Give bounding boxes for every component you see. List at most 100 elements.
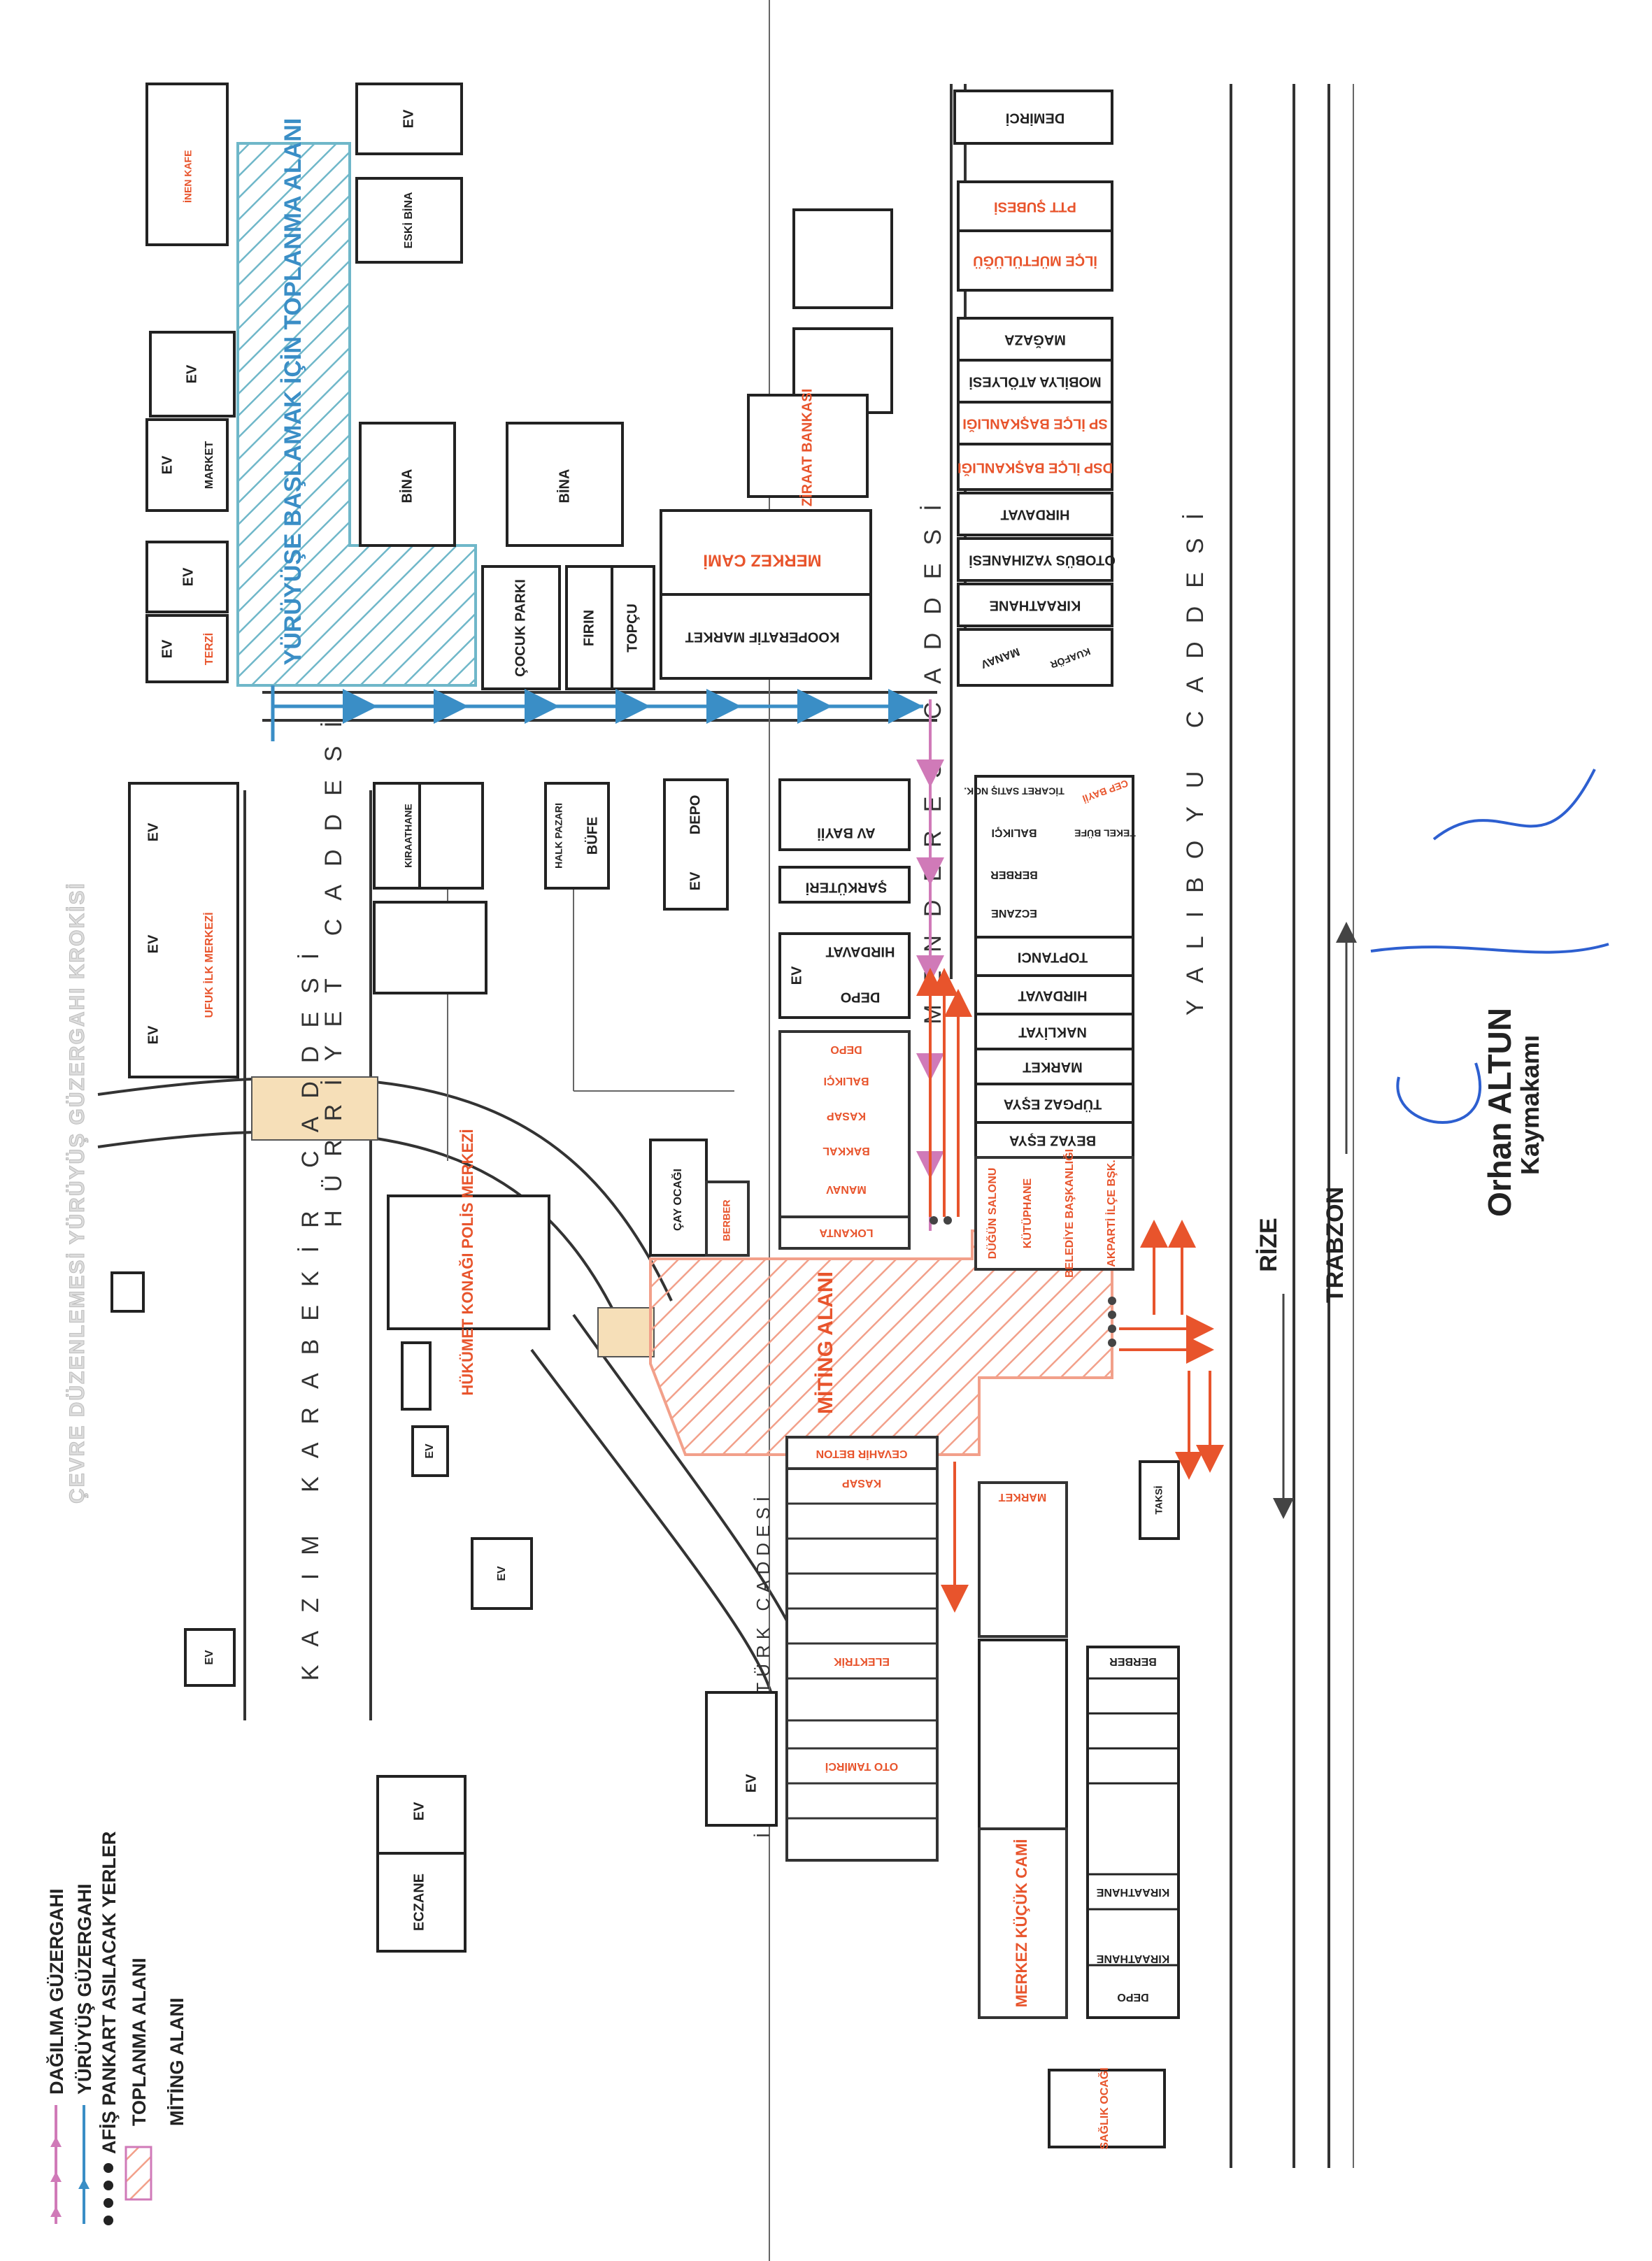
label-kiraathane-3: KIRAATHANE: [1096, 1886, 1169, 1898]
label-dugun: DÜĞÜN SALONU: [985, 1168, 999, 1260]
label-ev-nw4: EV: [180, 567, 196, 586]
label-tekel: TEKEL BÜFE: [1074, 827, 1136, 839]
label-depo-4: DEPO: [1117, 1991, 1148, 2003]
label-ziraat: ZİRAAT BANKASI: [799, 389, 815, 507]
legend-dagilma: DAĞILMA GÜZERGAHI: [45, 1889, 67, 2095]
label-hirdavat-3: HIRDAVAT: [1018, 988, 1088, 1004]
label-elektrik: ELEKTRİK: [834, 1655, 890, 1668]
label-merkez-cami: MERKEZ CAMİ: [703, 551, 821, 570]
building-block-southeast: CEVAHİR BETON KASAP ELEKTRİK OTO TAMİRCİ…: [705, 1436, 1180, 2150]
label-terzi: TERZİ: [203, 633, 215, 665]
signature-block: Orhan ALTUN Kaymakamı: [1370, 769, 1609, 1217]
label-ev-nw1: EV: [401, 109, 416, 128]
label-ev-nw3: EV: [159, 455, 175, 474]
label-halk-pazari: HALK PAZARI: [553, 803, 564, 869]
legend-toplanma: TOPLANMA ALANI: [129, 1958, 150, 2126]
label-bina-2: BİNA: [556, 469, 572, 504]
label-ev-nw5: EV: [159, 639, 175, 658]
label-tupgaz: TÜPGAZ EŞYA: [1004, 1097, 1102, 1113]
label-kucuk-cami: MERKEZ KÜÇÜK CAMİ: [1013, 1839, 1030, 2008]
label-ufuk: UFUK İLK MERKEZİ: [203, 912, 215, 1018]
label-taksi: TAKSİ: [1153, 1486, 1165, 1515]
miting-assembly-area: MİTİNG ALANI: [649, 1229, 1113, 1456]
legend-miting: MİTİNG ALANI: [166, 1998, 187, 2126]
direction-trabzon: TRABZON: [1322, 1187, 1348, 1303]
label-lokanta: LOKANTA: [819, 1227, 873, 1239]
label-kiraathane-2: KIRAATHANE: [403, 804, 414, 868]
label-ev-w5: EV: [496, 1566, 508, 1581]
label-hirdavat-2: HIRDAVAT: [826, 944, 895, 960]
march-route: [271, 685, 944, 1231]
label-magaza: MAĞAZA: [1004, 332, 1066, 349]
label-berber-1: BERBER: [721, 1199, 732, 1241]
label-market-nw: MARKET: [204, 441, 215, 490]
signature-title: Kaymakamı: [1516, 1035, 1544, 1175]
label-kiraathane-4: KIRAATHANE: [1096, 1953, 1169, 1964]
legend: DAĞILMA GÜZERGAHI YÜRÜYÜŞ GÜZERGAHI AFİŞ…: [45, 1831, 187, 2225]
label-ev-w1: EV: [145, 822, 161, 841]
dispersal-route: [916, 968, 1224, 1613]
label-depo-1: DEPO: [688, 795, 703, 835]
label-ev-m1: EV: [688, 871, 703, 890]
direction-rize: RİZE: [1255, 1218, 1282, 1271]
label-market-2: MARKET: [1023, 1060, 1083, 1075]
label-cay-ocagi: ÇAY OCAĞI: [671, 1169, 684, 1231]
label-nakliyat: NAKLİYAT: [1018, 1025, 1087, 1041]
label-otobus: OTOBÜS YAZIHANESİ: [969, 552, 1116, 569]
label-sp: SP İLÇE BAŞKANLIĞI: [962, 416, 1107, 433]
map-title: ÇEVRE DÜZENLEMESİ YÜRÜYÜŞ GÜZERGAHI KROK…: [66, 882, 89, 1504]
label-ev-w2: EV: [145, 934, 161, 953]
label-muftuluk: İLÇE MÜFTÜLÜĞÜ: [973, 253, 1097, 270]
label-firin: FIRIN: [581, 610, 597, 646]
label-kiraathane-1: KIRAATHANE: [990, 598, 1081, 613]
label-ev-w3: EV: [145, 1025, 161, 1044]
label-berber-2: BERBER: [990, 869, 1038, 880]
label-eczane-1: ECZANE: [411, 1874, 427, 1931]
signature-name: Orhan ALTUN: [1481, 1008, 1518, 1217]
building-block-west: EV EV EV UFUK İLK MERKEZİ KIRAATHANE HAL…: [111, 782, 610, 1953]
label-depo-3: DEPO: [830, 1043, 862, 1055]
miting-area-label: MİTİNG ALANI: [814, 1271, 837, 1414]
label-kutuphane: KÜTÜPHANE: [1020, 1178, 1034, 1248]
label-cocuk-parki: ÇOCUK PARKI: [513, 579, 528, 677]
label-ev-w6: EV: [204, 1650, 215, 1665]
label-ptt: PTT ŞUBESİ: [994, 199, 1076, 215]
label-eski-bina: ESKİ BİNA: [402, 192, 415, 248]
label-ev-m2: EV: [789, 966, 804, 985]
label-av-bayii: AV BAYİİ: [817, 825, 875, 841]
label-manav-2: MANAV: [826, 1183, 867, 1195]
label-eczane-2: ECZANE: [991, 907, 1037, 919]
label-sarkuteri: ŞARKÜTERİ: [806, 880, 888, 896]
label-ev-se1: EV: [743, 1774, 759, 1792]
building-block-east: DEMİRCİ PTT ŞUBESİ İLÇE MÜFTÜLÜĞÜ MAĞAZA…: [953, 90, 1116, 687]
label-ev-nw2: EV: [184, 364, 199, 383]
label-berber-3: BERBER: [1109, 1655, 1157, 1667]
legend-yuruyus: YÜRÜYÜŞ GÜZERGAHI: [74, 1883, 95, 2095]
label-bakkal: BAKKAL: [823, 1145, 870, 1157]
label-demirci: DEMİRCİ: [1006, 110, 1064, 127]
label-toptanci: TOPTANCI: [1018, 950, 1088, 965]
label-akparti: AKPARTİ İLÇE BŞK.: [1105, 1160, 1118, 1267]
label-mobilya: MOBİLYA ATÖLYESİ: [969, 374, 1101, 390]
street-menderes: MENDERES CADDESİ: [920, 486, 946, 1024]
label-belediye: BELEDİYE BAŞKANLIĞI: [1062, 1149, 1076, 1278]
street-hurriyet: HÜRRİYET CADDESİ: [320, 703, 347, 1227]
street-kazim-karabekir: KAZIM KARABEKİR CADDESİ: [297, 935, 324, 1681]
label-hukumet: HÜKÜMET KONAĞI POLİS MERKEZİ: [459, 1129, 476, 1395]
label-bina-1: BİNA: [399, 469, 415, 504]
label-oto-tamiri: OTO TAMİRCİ: [825, 1760, 898, 1773]
start-area-label: YÜRÜYÜŞE BAŞLAMAK İÇİN TOPLANMA ALANI: [280, 118, 306, 666]
label-bufe: BÜFE: [584, 817, 600, 855]
label-beyaz-esya: BEYAZ EŞYA: [1009, 1133, 1096, 1148]
label-ev-w7: EV: [411, 1802, 427, 1820]
label-kasap-2: KASAP: [842, 1477, 881, 1489]
building-block-government-row: TİCARET SATIŞ NOK. CEP BAYİİ BALIKÇI TEK…: [964, 775, 1136, 1278]
building-block-northwest: İNEN KAFE EV ESKİ BİNA EV EV MARKET EV E…: [145, 83, 463, 683]
label-hirdavat-1: HIRDAVAT: [1001, 507, 1070, 522]
label-kasap-1: KASAP: [827, 1110, 866, 1122]
legend-afis: AFİŞ PANKART ASILACAK YERLER: [99, 1831, 120, 2154]
street-yaliboyu: YALIBOYU CADDESİ: [1182, 495, 1209, 1015]
label-kooperatif: KOOPERATİF MARKET: [685, 629, 840, 646]
building-block-market-row: DEPO EV AV BAYİİ ŞARKÜTERİ EV HIRDAVAT D…: [649, 778, 911, 1257]
